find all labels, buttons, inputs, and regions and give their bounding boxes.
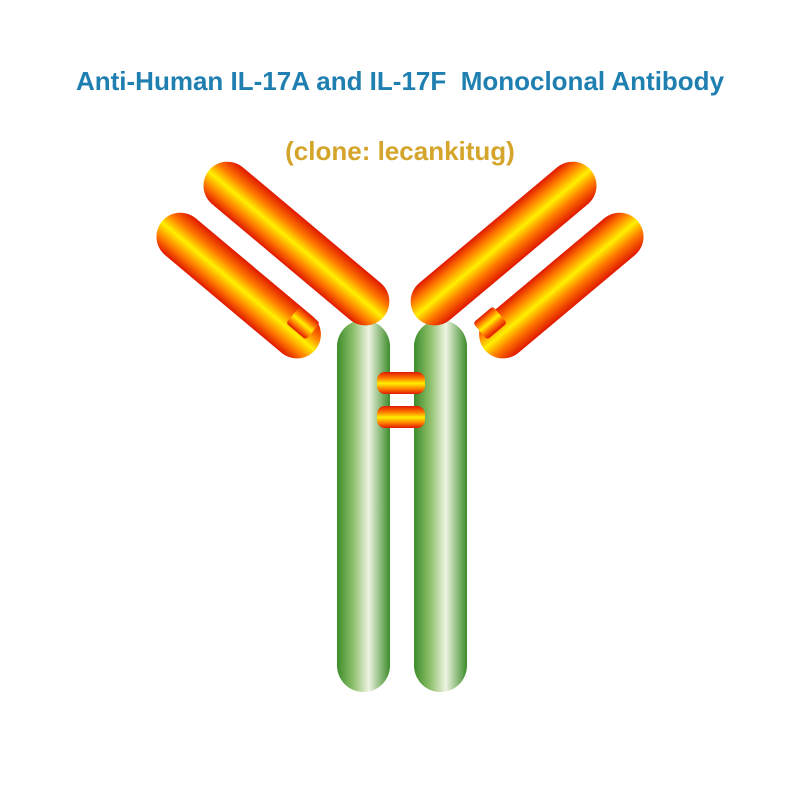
hinge-bond-top bbox=[377, 372, 425, 394]
disulfide-bond-left-arm bbox=[287, 307, 319, 339]
heavy-chain-right bbox=[414, 320, 467, 692]
heavy-arm-left bbox=[203, 161, 390, 326]
hinge-bond-bottom bbox=[377, 406, 425, 428]
heavy-arm-right bbox=[410, 161, 597, 326]
clone-subtitle: (clone: lecankitug) bbox=[285, 136, 515, 166]
disulfide-bond-right-arm bbox=[474, 307, 506, 339]
light-chain-left-outer bbox=[156, 212, 321, 359]
page-title: Anti-Human IL-17A and IL-17F Monoclonal … bbox=[75, 66, 725, 96]
light-chain-right-outer bbox=[479, 212, 644, 359]
heavy-chain-left bbox=[337, 320, 390, 692]
